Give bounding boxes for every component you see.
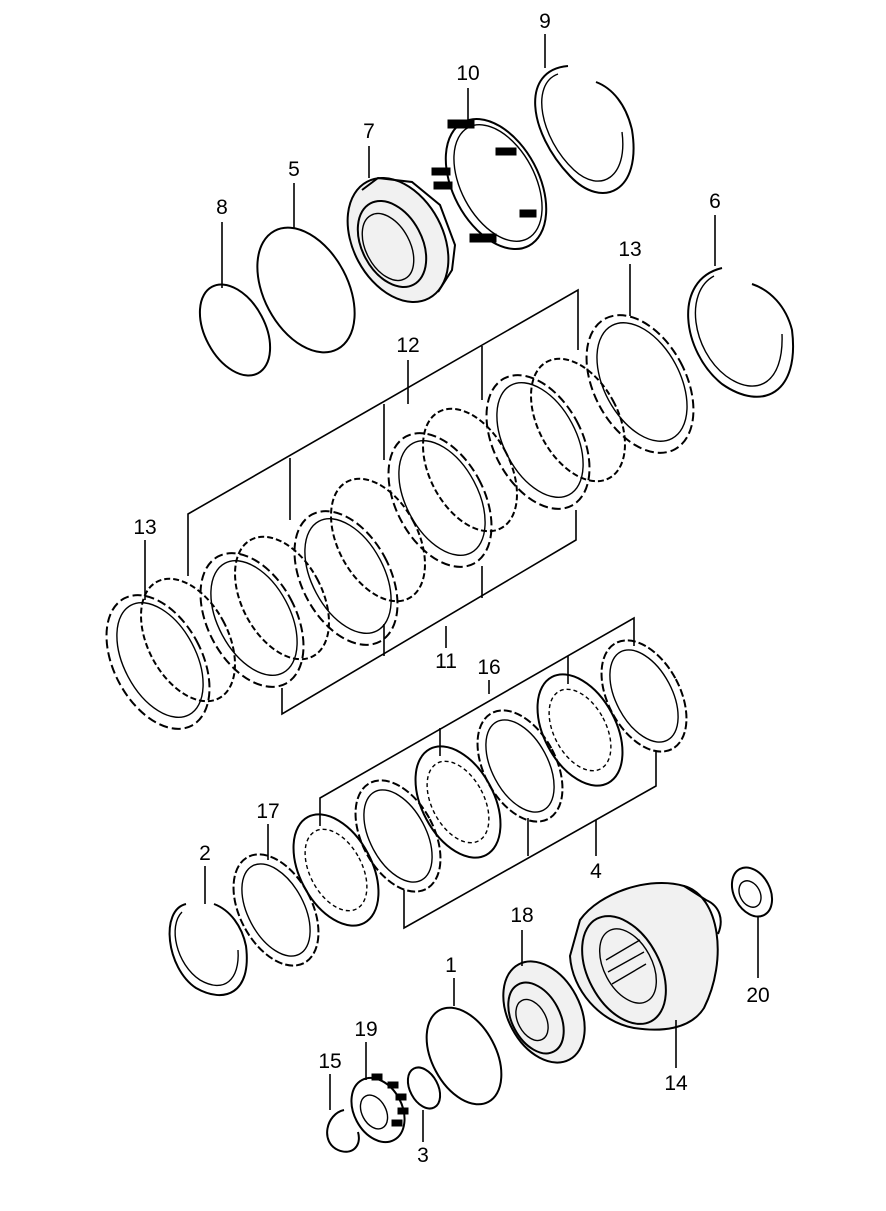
callout-3: 3: [417, 1144, 429, 1167]
callout-10: 10: [456, 62, 479, 85]
callout-9: 9: [539, 10, 551, 33]
callout-16: 16: [477, 656, 500, 679]
part-6-snap-ring: [687, 267, 795, 398]
callout-12: 12: [396, 334, 419, 357]
callout-19: 19: [354, 1018, 377, 1041]
callout-15: 15: [318, 1050, 341, 1073]
part-2-snap-ring: [168, 903, 248, 997]
part-17-pressure-plate: [232, 853, 320, 967]
part-9-snap-ring: [534, 65, 635, 194]
clutch-pack-lower: [292, 639, 688, 927]
callout-14: 14: [664, 1072, 688, 1095]
part-19-bearing: [350, 1073, 409, 1144]
part-7-piston: [346, 176, 457, 303]
callout-13-left: 13: [133, 516, 156, 539]
callout-7: 7: [363, 120, 375, 143]
bracket-11: [281, 510, 577, 716]
part-3-o-ring: [406, 1066, 442, 1110]
bracket-4: [403, 752, 657, 930]
part-15-snap-ring: [326, 1109, 360, 1153]
callout-6: 6: [709, 190, 721, 213]
part-1-seal-ring: [425, 1006, 503, 1106]
clutch-plate-stack: [105, 314, 695, 730]
part-10-spring-retainer: [431, 117, 548, 251]
bracket-11-ticks: [383, 566, 483, 656]
bracket-12: [187, 288, 579, 576]
callout-13-right: 13: [618, 238, 641, 261]
part-14-clutch-drum: [568, 882, 722, 1031]
part-20-thrust-washer: [730, 866, 774, 918]
bracket-16-ticks: [439, 656, 569, 756]
callout-17: 17: [256, 800, 279, 823]
part-18-hub: [502, 960, 586, 1064]
bracket-16: [319, 616, 635, 826]
part-8-o-ring: [198, 283, 272, 377]
callout-5: 5: [288, 158, 300, 181]
part-5-seal-ring: [256, 226, 356, 354]
callout-2: 2: [199, 842, 211, 865]
bracket-12-ticks: [289, 346, 483, 520]
callout-1: 1: [445, 954, 457, 977]
callout-20: 20: [746, 984, 769, 1007]
callout-18: 18: [510, 904, 533, 927]
callout-4: 4: [590, 860, 602, 883]
callout-8: 8: [216, 196, 228, 219]
callout-11: 11: [435, 650, 457, 673]
